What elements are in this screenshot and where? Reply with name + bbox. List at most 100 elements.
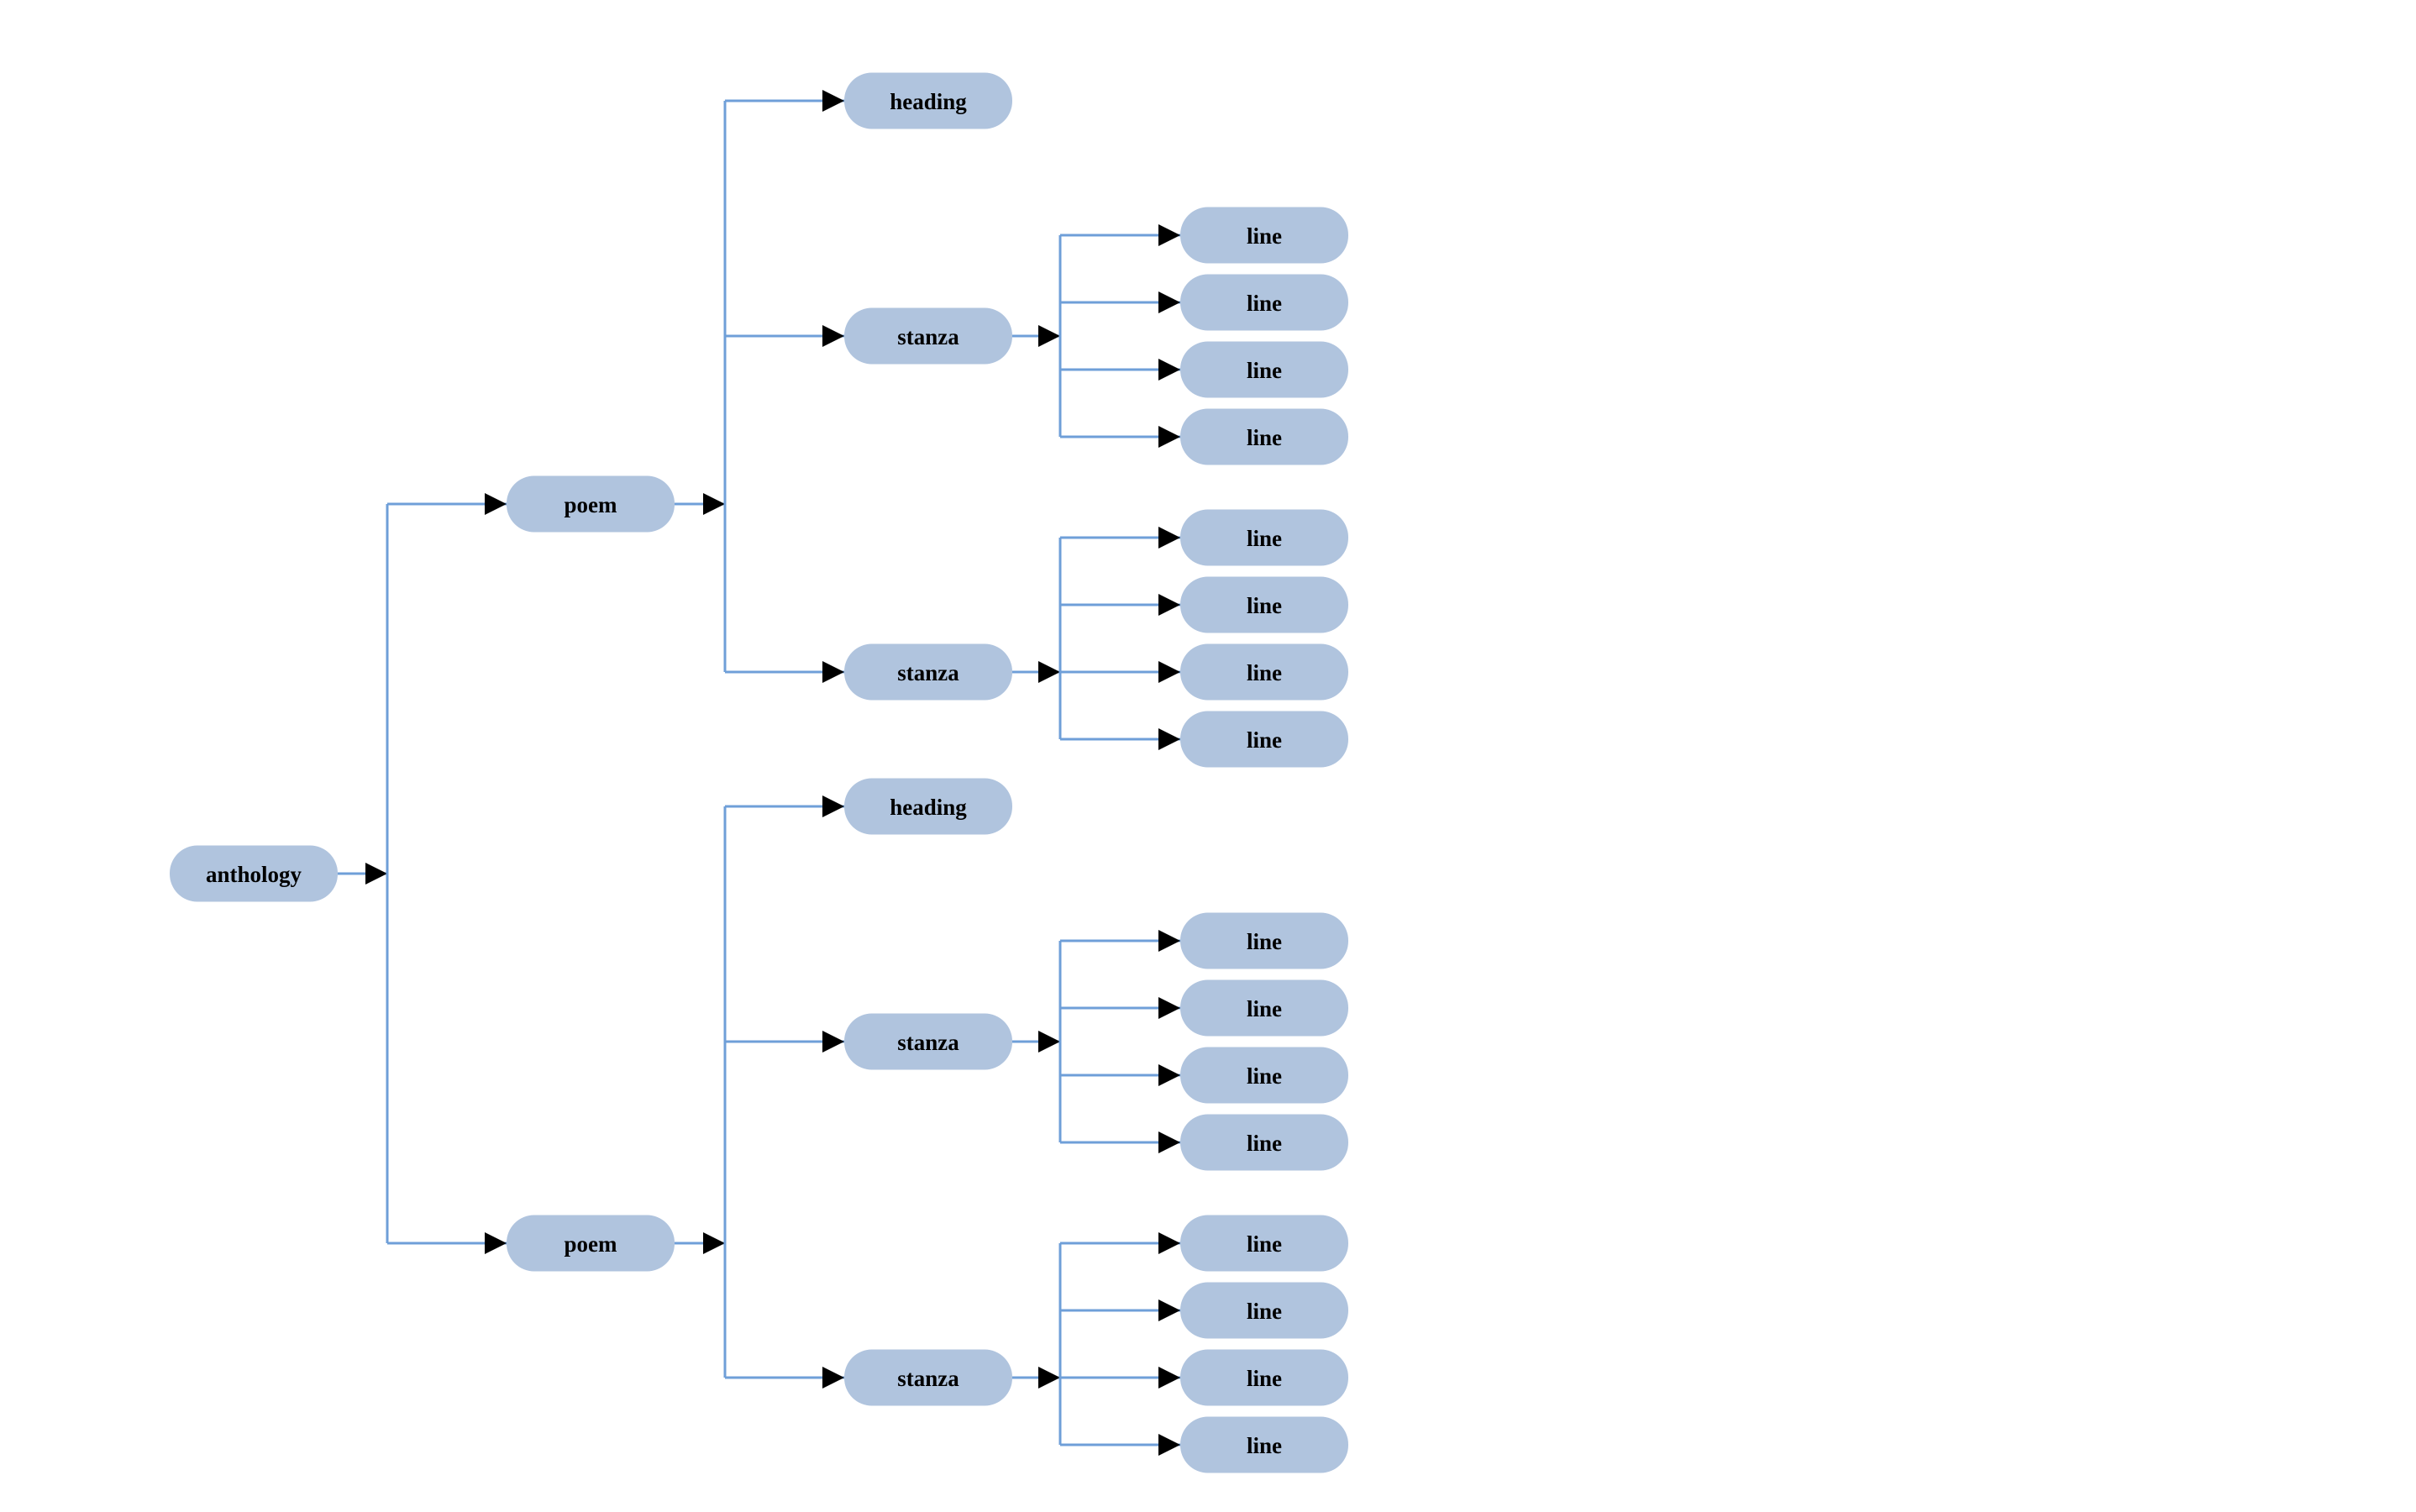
arrowhead-into-p2-stanza2 xyxy=(822,1367,844,1389)
node-label-p2-s2-l1: line xyxy=(1247,1231,1282,1257)
node-p2-s2-l3[interactable]: line xyxy=(1180,1349,1348,1406)
edge-group-from-anthology xyxy=(338,493,507,1254)
arrowhead-into-spine-p2-stanza2 xyxy=(1038,1367,1060,1389)
arrowhead-into-spine-p1-stanza2 xyxy=(1038,661,1060,683)
node-poem1[interactable]: poem xyxy=(507,475,675,533)
node-label-p2-s2-l4: line xyxy=(1247,1433,1282,1458)
node-label-p2-s2-l3: line xyxy=(1247,1366,1282,1391)
arrowhead-into-p1-s1-l2 xyxy=(1158,291,1180,313)
edge-group-from-poem2 xyxy=(675,795,844,1389)
node-shape-poem1 xyxy=(507,475,675,533)
node-label-p1-s1-l4: line xyxy=(1247,425,1282,450)
node-p2-s1-l4[interactable]: line xyxy=(1180,1114,1348,1171)
node-p1-s1-l2[interactable]: line xyxy=(1180,274,1348,331)
node-p2-stanza2[interactable]: stanza xyxy=(844,1349,1012,1406)
node-label-p2-s2-l2: line xyxy=(1247,1299,1282,1324)
node-p1-s2-l4[interactable]: line xyxy=(1180,711,1348,768)
node-shape-anthology xyxy=(170,845,338,902)
node-shape-p1-s1-l1 xyxy=(1180,207,1348,264)
node-label-p2-s1-l1: line xyxy=(1247,929,1282,954)
arrowhead-into-p1-s1-l3 xyxy=(1158,359,1180,381)
arrowhead-into-p1-heading xyxy=(822,90,844,112)
node-shape-p1-s1-l3 xyxy=(1180,341,1348,398)
node-p2-heading[interactable]: heading xyxy=(844,778,1012,835)
node-p1-s1-l1[interactable]: line xyxy=(1180,207,1348,264)
arrowhead-into-p2-s2-l3 xyxy=(1158,1367,1180,1389)
node-shape-p1-s2-l4 xyxy=(1180,711,1348,768)
node-anthology[interactable]: anthology xyxy=(170,845,338,902)
node-label-p2-stanza1: stanza xyxy=(897,1030,959,1055)
arrowhead-into-spine-anthology xyxy=(365,863,387,885)
node-p2-s2-l1[interactable]: line xyxy=(1180,1215,1348,1272)
node-poem2[interactable]: poem xyxy=(507,1215,675,1272)
node-p2-s1-l1[interactable]: line xyxy=(1180,912,1348,969)
node-p1-s2-l2[interactable]: line xyxy=(1180,576,1348,633)
node-shape-p2-s1-l4 xyxy=(1180,1114,1348,1171)
arrowhead-into-p1-s2-l1 xyxy=(1158,527,1180,549)
node-p1-s1-l4[interactable]: line xyxy=(1180,408,1348,465)
edge-group-from-p2-stanza2 xyxy=(1012,1232,1180,1456)
node-p1-heading[interactable]: heading xyxy=(844,72,1012,129)
arrowhead-into-spine-p2-stanza1 xyxy=(1038,1031,1060,1053)
node-label-p2-s1-l3: line xyxy=(1247,1063,1282,1089)
node-p1-stanza1[interactable]: stanza xyxy=(844,307,1012,365)
node-shape-p2-s1-l3 xyxy=(1180,1047,1348,1104)
node-label-p1-s1-l1: line xyxy=(1247,223,1282,249)
arrowhead-into-p1-s2-l4 xyxy=(1158,728,1180,750)
arrowhead-into-p2-stanza1 xyxy=(822,1031,844,1053)
node-label-p1-stanza1: stanza xyxy=(897,324,959,349)
edge-group-from-poem1 xyxy=(675,90,844,683)
node-p2-s2-l4[interactable]: line xyxy=(1180,1416,1348,1473)
node-label-p2-s1-l2: line xyxy=(1247,996,1282,1021)
node-label-p2-s1-l4: line xyxy=(1247,1131,1282,1156)
node-label-anthology: anthology xyxy=(206,862,302,887)
node-label-p1-s2-l1: line xyxy=(1247,526,1282,551)
node-shape-p2-heading xyxy=(844,778,1012,835)
edge-group-from-p2-stanza1 xyxy=(1012,930,1180,1153)
node-shape-p2-s2-l4 xyxy=(1180,1416,1348,1473)
arrowhead-into-p1-s1-l1 xyxy=(1158,224,1180,246)
arrowhead-into-p1-stanza2 xyxy=(822,661,844,683)
arrowhead-into-p1-s2-l2 xyxy=(1158,594,1180,616)
node-shape-p1-s1-l2 xyxy=(1180,274,1348,331)
arrowhead-into-p1-s2-l3 xyxy=(1158,661,1180,683)
node-shape-p1-stanza1 xyxy=(844,307,1012,365)
node-p1-s2-l3[interactable]: line xyxy=(1180,643,1348,701)
edge-group-from-p1-stanza2 xyxy=(1012,527,1180,750)
node-shape-p1-stanza2 xyxy=(844,643,1012,701)
arrowhead-into-p2-s2-l2 xyxy=(1158,1299,1180,1321)
node-label-poem1: poem xyxy=(565,492,618,517)
edges-layer xyxy=(338,90,1180,1456)
node-p2-s2-l2[interactable]: line xyxy=(1180,1282,1348,1339)
node-p2-stanza1[interactable]: stanza xyxy=(844,1013,1012,1070)
arrowhead-into-p2-s2-l1 xyxy=(1158,1232,1180,1254)
node-label-p1-s2-l4: line xyxy=(1247,727,1282,753)
arrowhead-into-p2-s1-l4 xyxy=(1158,1131,1180,1153)
edge-group-from-p1-stanza1 xyxy=(1012,224,1180,448)
arrowhead-into-p2-heading xyxy=(822,795,844,817)
node-shape-poem2 xyxy=(507,1215,675,1272)
nodes-layer: anthology poem heading stanza line line line li… xyxy=(170,72,1348,1473)
node-p2-s1-l2[interactable]: line xyxy=(1180,979,1348,1037)
node-label-p1-s1-l2: line xyxy=(1247,291,1282,316)
node-shape-p2-s1-l2 xyxy=(1180,979,1348,1037)
node-shape-p2-s1-l1 xyxy=(1180,912,1348,969)
node-label-p1-stanza2: stanza xyxy=(897,660,959,685)
node-label-p1-s2-l2: line xyxy=(1247,593,1282,618)
node-p1-stanza2[interactable]: stanza xyxy=(844,643,1012,701)
arrowhead-into-spine-poem2 xyxy=(703,1232,725,1254)
arrowhead-into-p2-s1-l1 xyxy=(1158,930,1180,952)
node-p1-s2-l1[interactable]: line xyxy=(1180,509,1348,566)
node-label-p1-s2-l3: line xyxy=(1247,660,1282,685)
node-label-p1-heading: heading xyxy=(890,89,967,114)
node-label-p2-heading: heading xyxy=(890,795,967,820)
arrowhead-into-spine-poem1 xyxy=(703,493,725,515)
node-shape-p1-s2-l2 xyxy=(1180,576,1348,633)
arrowhead-into-p2-s1-l2 xyxy=(1158,997,1180,1019)
node-shape-p2-stanza1 xyxy=(844,1013,1012,1070)
arrowhead-into-poem1 xyxy=(485,493,507,515)
node-p1-s1-l3[interactable]: line xyxy=(1180,341,1348,398)
node-p2-s1-l3[interactable]: line xyxy=(1180,1047,1348,1104)
